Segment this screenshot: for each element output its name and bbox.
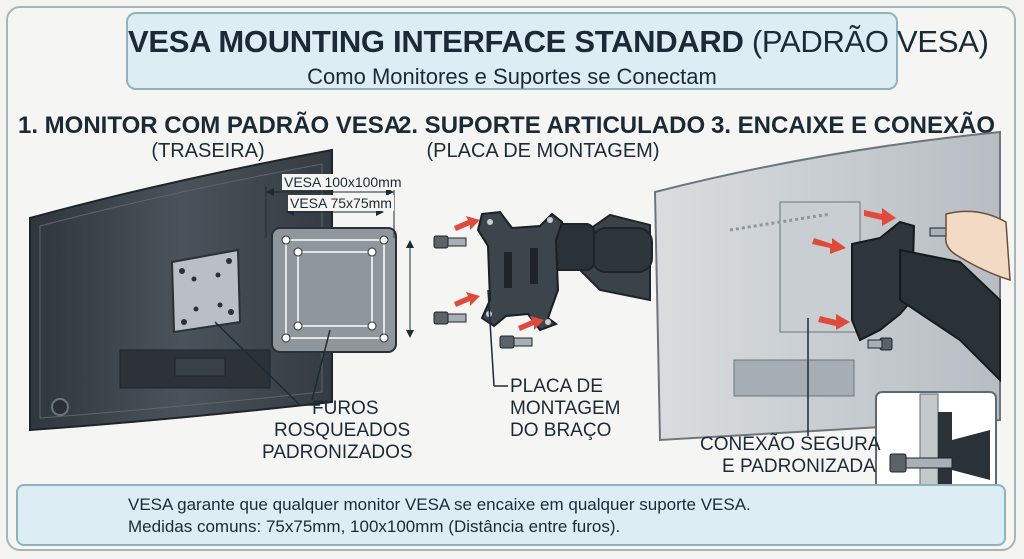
callout-connection-2: E PADRONIZADA	[722, 456, 876, 477]
title-banner: VESA MOUNTING INTERFACE STANDARD (PADRÃO…	[126, 12, 989, 90]
articulating-arm	[547, 213, 653, 302]
vesa-plate-small	[170, 248, 242, 334]
dim-inner-label: VESA 75x75mm	[288, 195, 394, 211]
plate-leader-line	[487, 289, 508, 387]
arrow-icon	[812, 208, 896, 330]
page-title: VESA MOUNTING INTERFACE STANDARD (PADRÃO…	[128, 24, 989, 60]
title-light: (PADRÃO VESA)	[751, 24, 989, 59]
screw-icon	[433, 235, 533, 349]
footer-line-1: VESA garante que qualquer monitor VESA s…	[128, 495, 751, 514]
mounting-plate	[476, 210, 564, 332]
callout-holes-3: PADRONIZADOS	[262, 442, 413, 463]
callout-holes-1: FUROS	[312, 398, 379, 419]
callout-holes-2: ROSQUEADOS	[274, 420, 411, 441]
page-subtitle: Como Monitores e Suportes se Conectam	[307, 64, 717, 89]
callout-plate-1: PLACA DE	[510, 376, 603, 397]
arrow-icon	[454, 216, 544, 331]
dim-outer-label: VESA 100x100mm	[282, 174, 404, 190]
vesa-plate-zoomed	[271, 227, 397, 353]
callout-connection-1: CONEXÃO SEGURA	[700, 434, 881, 455]
callout-plate-2: MONTAGEM	[510, 398, 621, 419]
title-bold: VESA MOUNTING INTERFACE STANDARD	[128, 24, 744, 59]
section-1-title: 1. MONITOR COM PADRÃO VESA	[18, 112, 402, 139]
section-2-title: 2. SUPORTE ARTICULADO	[398, 112, 706, 139]
connected-plate	[851, 220, 1001, 383]
monitor-side-view	[653, 130, 1001, 442]
footer-note: VESA garante que qualquer monitor VESA s…	[16, 484, 1006, 546]
callout-plate-3: DO BRAÇO	[510, 420, 612, 441]
section-1-subtitle: (TRASEIRA)	[151, 140, 265, 162]
dimension-lines	[265, 186, 414, 338]
footer-line-2: Medidas comuns: 75x75mm, 100x100mm (Dist…	[128, 517, 621, 536]
hand-icon	[945, 210, 1011, 282]
section-3-title: 3. ENCAIXE E CONEXÃO	[710, 112, 996, 139]
section-2-subtitle: (PLACA DE MONTAGEM)	[426, 140, 660, 162]
holes-leader-lines	[214, 321, 331, 406]
